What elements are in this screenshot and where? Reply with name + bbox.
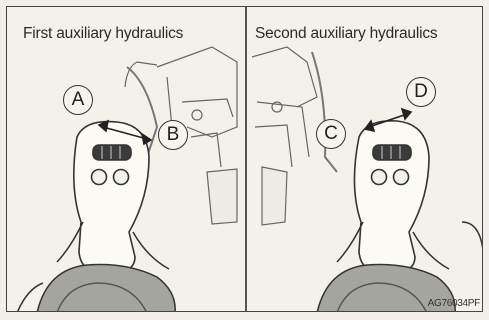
diagram-frame: First auxiliary hydraulics A B bbox=[6, 6, 483, 312]
first-auxiliary-caption: First auxiliary hydraulics bbox=[23, 25, 183, 43]
callout-a: A bbox=[63, 85, 93, 115]
figure-code: AG76034PF bbox=[428, 298, 480, 309]
first-auxiliary-panel: First auxiliary hydraulics A B bbox=[7, 7, 245, 311]
second-auxiliary-panel: Second auxiliary hydraulics C D AG76034P… bbox=[247, 7, 483, 311]
callout-b: B bbox=[158, 120, 188, 150]
callout-c: C bbox=[316, 119, 346, 149]
joystick-illustration-left bbox=[7, 7, 245, 312]
second-auxiliary-caption: Second auxiliary hydraulics bbox=[255, 25, 437, 43]
joystick-illustration-right bbox=[247, 7, 483, 312]
callout-d: D bbox=[406, 77, 436, 107]
